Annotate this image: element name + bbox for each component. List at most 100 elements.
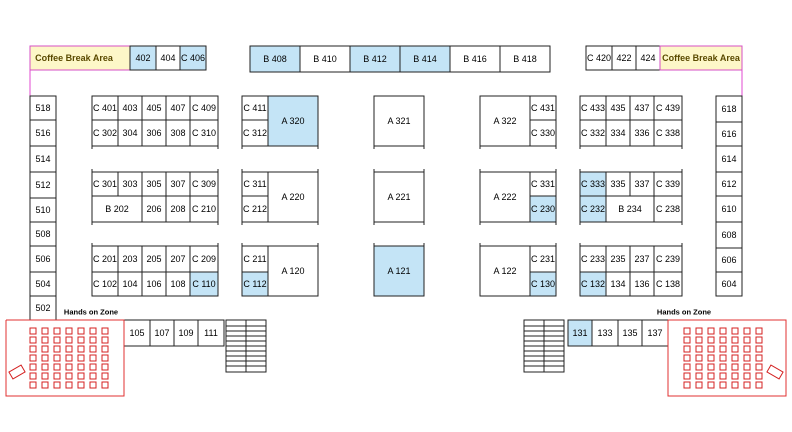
booth-133[interactable] <box>591 319 619 347</box>
booth-c339-label: C 339 <box>656 179 680 189</box>
booth-c230[interactable] <box>529 195 557 223</box>
booth-c406[interactable] <box>179 45 207 71</box>
booth-c409[interactable] <box>189 95 219 121</box>
booth-c238[interactable] <box>653 195 683 223</box>
booth-c233[interactable] <box>579 245 607 273</box>
booth-612[interactable] <box>715 171 743 197</box>
booth-205[interactable] <box>141 245 167 273</box>
desk <box>731 381 739 389</box>
desk <box>101 381 109 389</box>
booth-206[interactable] <box>141 195 167 223</box>
booth-618[interactable] <box>715 95 743 123</box>
booth-c231[interactable] <box>529 245 557 273</box>
desk <box>683 354 691 362</box>
booth-336[interactable] <box>629 119 655 147</box>
booth-402[interactable] <box>129 45 157 71</box>
booth-137[interactable] <box>641 319 669 347</box>
booth-c110[interactable] <box>189 271 219 297</box>
booth-109[interactable] <box>173 319 199 347</box>
booth-c338[interactable] <box>653 119 683 147</box>
booth-c102[interactable] <box>91 271 119 297</box>
booth-135[interactable] <box>617 319 643 347</box>
booth-108[interactable] <box>165 271 191 297</box>
booth-506[interactable] <box>29 245 57 273</box>
desk <box>77 327 85 335</box>
booth-a321[interactable] <box>373 95 425 147</box>
booth-b416[interactable] <box>449 45 501 73</box>
booth-512[interactable] <box>29 171 57 199</box>
booth-616[interactable] <box>715 121 743 147</box>
booth-203-label: 203 <box>122 254 137 264</box>
booth-c309[interactable] <box>189 171 219 197</box>
booth-608[interactable] <box>715 221 743 249</box>
booth-a120[interactable] <box>267 245 319 297</box>
booth-502[interactable] <box>29 295 57 321</box>
booth-134[interactable] <box>605 271 631 297</box>
booth-b234[interactable] <box>605 195 655 223</box>
booth-c310[interactable] <box>189 119 219 147</box>
booth-c232-label: C 232 <box>581 204 605 214</box>
booth-404[interactable] <box>155 45 181 71</box>
booth-c332[interactable] <box>579 119 607 147</box>
booth-514[interactable] <box>29 145 57 173</box>
booth-a322[interactable] <box>479 95 531 147</box>
desk <box>743 372 751 380</box>
booth-a121[interactable] <box>373 245 425 297</box>
desk <box>77 354 85 362</box>
booth-c439-label: C 439 <box>656 103 680 113</box>
booth-c420[interactable] <box>585 45 613 71</box>
desk <box>29 354 37 362</box>
booth-c211[interactable] <box>241 245 269 273</box>
booth-111[interactable] <box>197 319 225 347</box>
booth-c439[interactable] <box>653 95 683 121</box>
desk <box>683 372 691 380</box>
booth-a122-label: A 122 <box>493 266 516 276</box>
desk <box>29 381 37 389</box>
desk <box>731 363 739 371</box>
booth-c212[interactable] <box>241 195 269 223</box>
booth-306[interactable] <box>141 119 167 147</box>
booth-c310-label: C 310 <box>192 128 216 138</box>
booth-305[interactable] <box>141 171 167 197</box>
booth-c311[interactable] <box>241 171 269 197</box>
booth-308[interactable] <box>165 119 191 147</box>
booth-334[interactable] <box>605 119 631 147</box>
booth-c210[interactable] <box>189 195 219 223</box>
booth-a320[interactable] <box>267 95 319 147</box>
booth-a122[interactable] <box>479 245 531 297</box>
booth-104[interactable] <box>117 271 143 297</box>
booth-c112[interactable] <box>241 271 269 297</box>
desk <box>731 354 739 362</box>
booth-a221[interactable] <box>373 171 425 223</box>
booth-518[interactable] <box>29 95 57 121</box>
booth-336-label: 336 <box>634 128 649 138</box>
booth-514-label: 514 <box>35 154 50 164</box>
booth-335[interactable] <box>605 171 631 197</box>
desk <box>65 336 73 344</box>
booth-111-label: 111 <box>204 328 218 338</box>
booth-435-label: 435 <box>610 103 625 113</box>
booth-131-label: 131 <box>572 328 587 338</box>
booth-403[interactable] <box>117 95 143 121</box>
booth-508[interactable] <box>29 221 57 247</box>
booth-c330[interactable] <box>529 119 557 147</box>
desk <box>53 363 61 371</box>
booth-614[interactable] <box>715 145 743 173</box>
booth-c433[interactable] <box>579 95 607 121</box>
booth-606[interactable] <box>715 247 743 273</box>
booth-131[interactable] <box>567 319 593 347</box>
booth-c411[interactable] <box>241 95 269 121</box>
booth-a121-label: A 121 <box>387 266 410 276</box>
booth-136[interactable] <box>629 271 655 297</box>
booth-504[interactable] <box>29 271 57 297</box>
booth-304[interactable] <box>117 119 143 147</box>
booth-106[interactable] <box>141 271 167 297</box>
booth-c209[interactable] <box>189 245 219 273</box>
booth-a120-label: A 120 <box>281 266 304 276</box>
booth-604[interactable] <box>715 271 743 297</box>
booth-c138[interactable] <box>653 271 683 297</box>
booth-c130[interactable] <box>529 271 557 297</box>
booth-b418[interactable] <box>499 45 551 73</box>
booth-a220[interactable] <box>267 171 319 223</box>
booth-407[interactable] <box>165 95 191 121</box>
